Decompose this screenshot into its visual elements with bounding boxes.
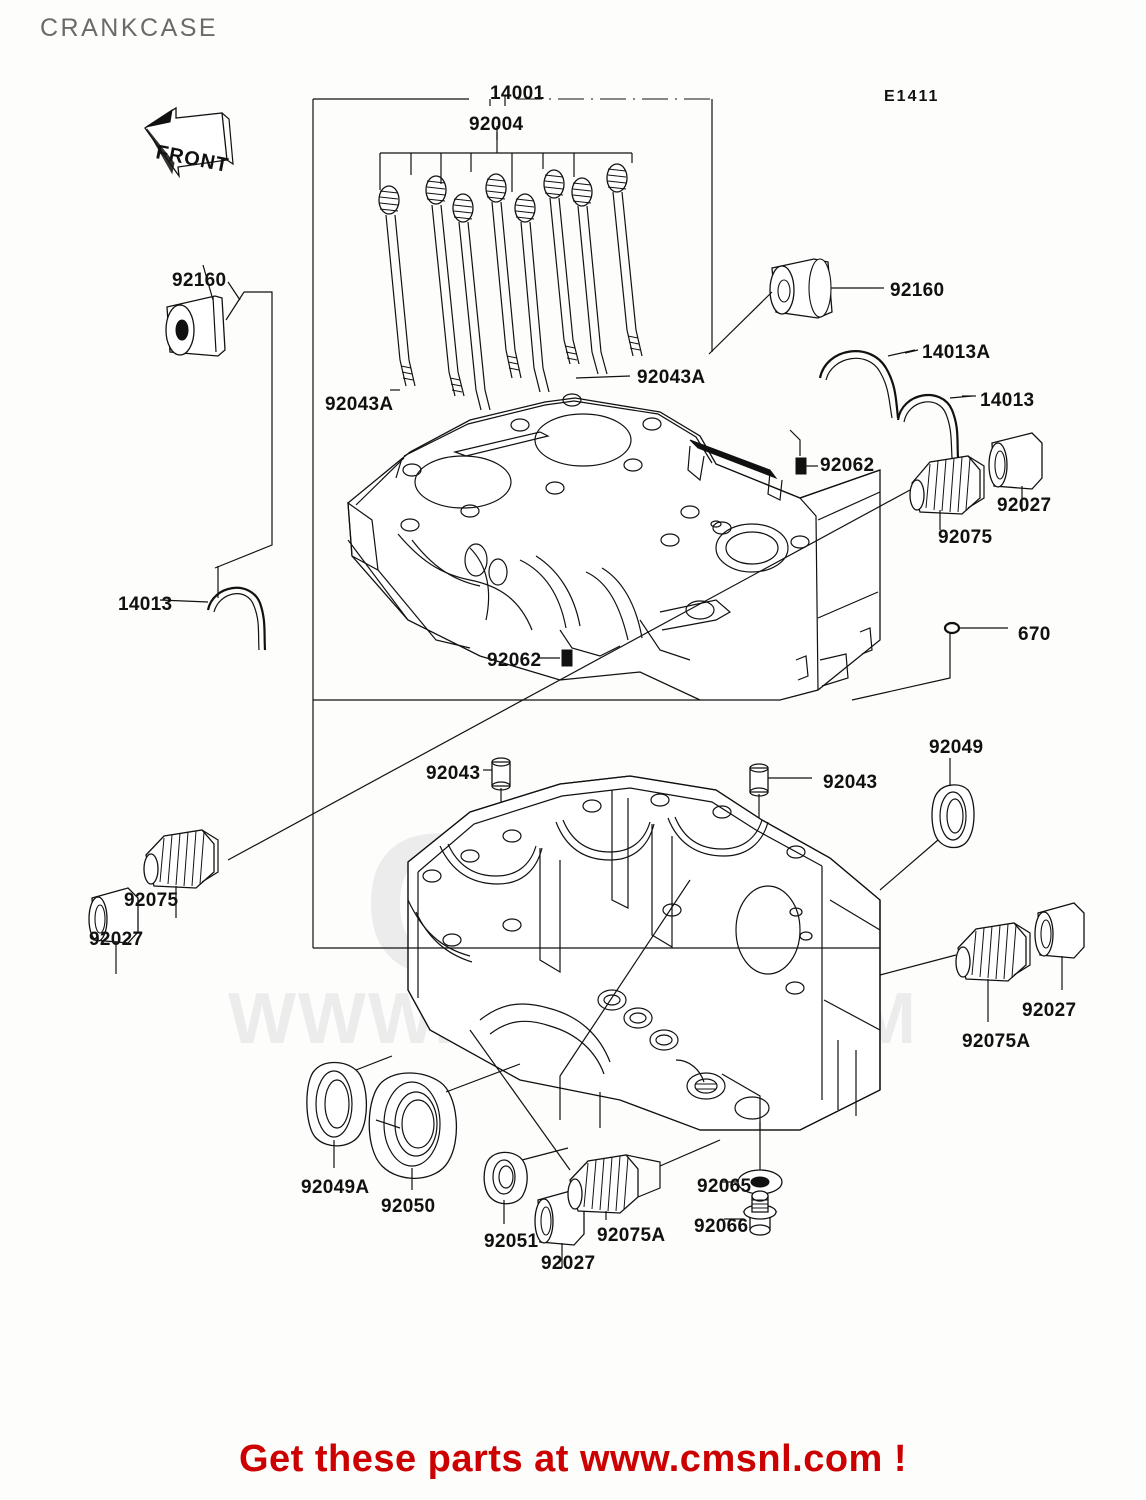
page-title: CRANKCASE xyxy=(40,14,219,42)
o-ring-670 xyxy=(851,621,1008,701)
callout-92075-lower: 92075 xyxy=(124,890,179,911)
damper-92160-right xyxy=(708,258,878,355)
callout-92027-lower-right: 92027 xyxy=(1022,1000,1077,1021)
callout-92027-bottom: 92027 xyxy=(541,1253,596,1274)
callout-92027-upper: 92027 xyxy=(997,495,1052,516)
callout-92027-lower-left: 92027 xyxy=(89,929,144,950)
lower-crankcase-half xyxy=(407,775,881,1131)
plug-92062-center xyxy=(538,649,573,667)
callout-14013A: 14013A xyxy=(922,342,991,363)
damper-92075-upper-right xyxy=(227,455,985,861)
oil-seal-92049 xyxy=(879,758,975,891)
callout-92043-right: 92043 xyxy=(823,772,878,793)
oil-seal-92049A xyxy=(306,1055,393,1160)
callout-14013-right: 14013 xyxy=(980,390,1035,411)
callout-92160-right: 92160 xyxy=(890,280,945,301)
callout-14001: 14001 xyxy=(490,83,545,104)
callout-92160-left: 92160 xyxy=(172,270,227,291)
collar-92027-upper-right xyxy=(988,432,1043,505)
collar-92027-lower-right xyxy=(1034,902,1085,982)
callout-92043A-right: 92043A xyxy=(637,367,706,388)
half-moon-seal-14013A xyxy=(818,349,916,419)
damper-92160-left xyxy=(165,264,273,569)
callout-92062-center: 92062 xyxy=(487,650,542,671)
callout-92043-left: 92043 xyxy=(426,763,481,784)
callout-92065: 92065 xyxy=(697,1176,752,1197)
half-moon-seal-14013-right xyxy=(896,393,973,459)
callout-92049A: 92049A xyxy=(301,1177,370,1198)
footer-promo-text: Get these parts at www.cmsnl.com ! xyxy=(238,1438,908,1480)
callout-92004: 92004 xyxy=(469,114,524,135)
oil-seal-92050 xyxy=(368,1063,521,1180)
leader-lines xyxy=(115,95,1063,1268)
damper-92075A-bottom xyxy=(567,1139,721,1216)
oil-seal-92051 xyxy=(483,1147,569,1216)
callout-92075A-bottom: 92075A xyxy=(597,1225,666,1246)
callout-92066: 92066 xyxy=(694,1216,749,1237)
callout-92062-right: 92062 xyxy=(820,455,875,476)
plug-92062-right xyxy=(789,429,812,475)
callout-92075-upper: 92075 xyxy=(938,527,993,548)
damper-92075-lower-left xyxy=(143,829,219,910)
collar-92027-lower-left xyxy=(88,887,139,968)
callout-92049: 92049 xyxy=(929,737,984,758)
gasket-washer-92065 xyxy=(728,1122,783,1195)
diagram-code: E1411 xyxy=(884,88,940,105)
stud-set-92004 xyxy=(378,132,643,411)
callout-670: 670 xyxy=(1018,624,1051,645)
half-moon-seal-14013-left xyxy=(159,566,267,651)
callout-92050: 92050 xyxy=(381,1196,436,1217)
callout-14013-left: 14013 xyxy=(118,594,173,615)
callout-92075A-right: 92075A xyxy=(962,1031,1031,1052)
callout-92051: 92051 xyxy=(484,1231,539,1252)
assembly-bracket-14001 xyxy=(312,98,713,948)
drain-plug-92066 xyxy=(730,1190,778,1236)
callout-92043A-left: 92043A xyxy=(325,394,394,415)
front-arrow-icon: FRONT xyxy=(144,106,234,179)
damper-92075A-lower-right xyxy=(879,922,1031,1012)
upper-crankcase-half xyxy=(347,393,881,701)
